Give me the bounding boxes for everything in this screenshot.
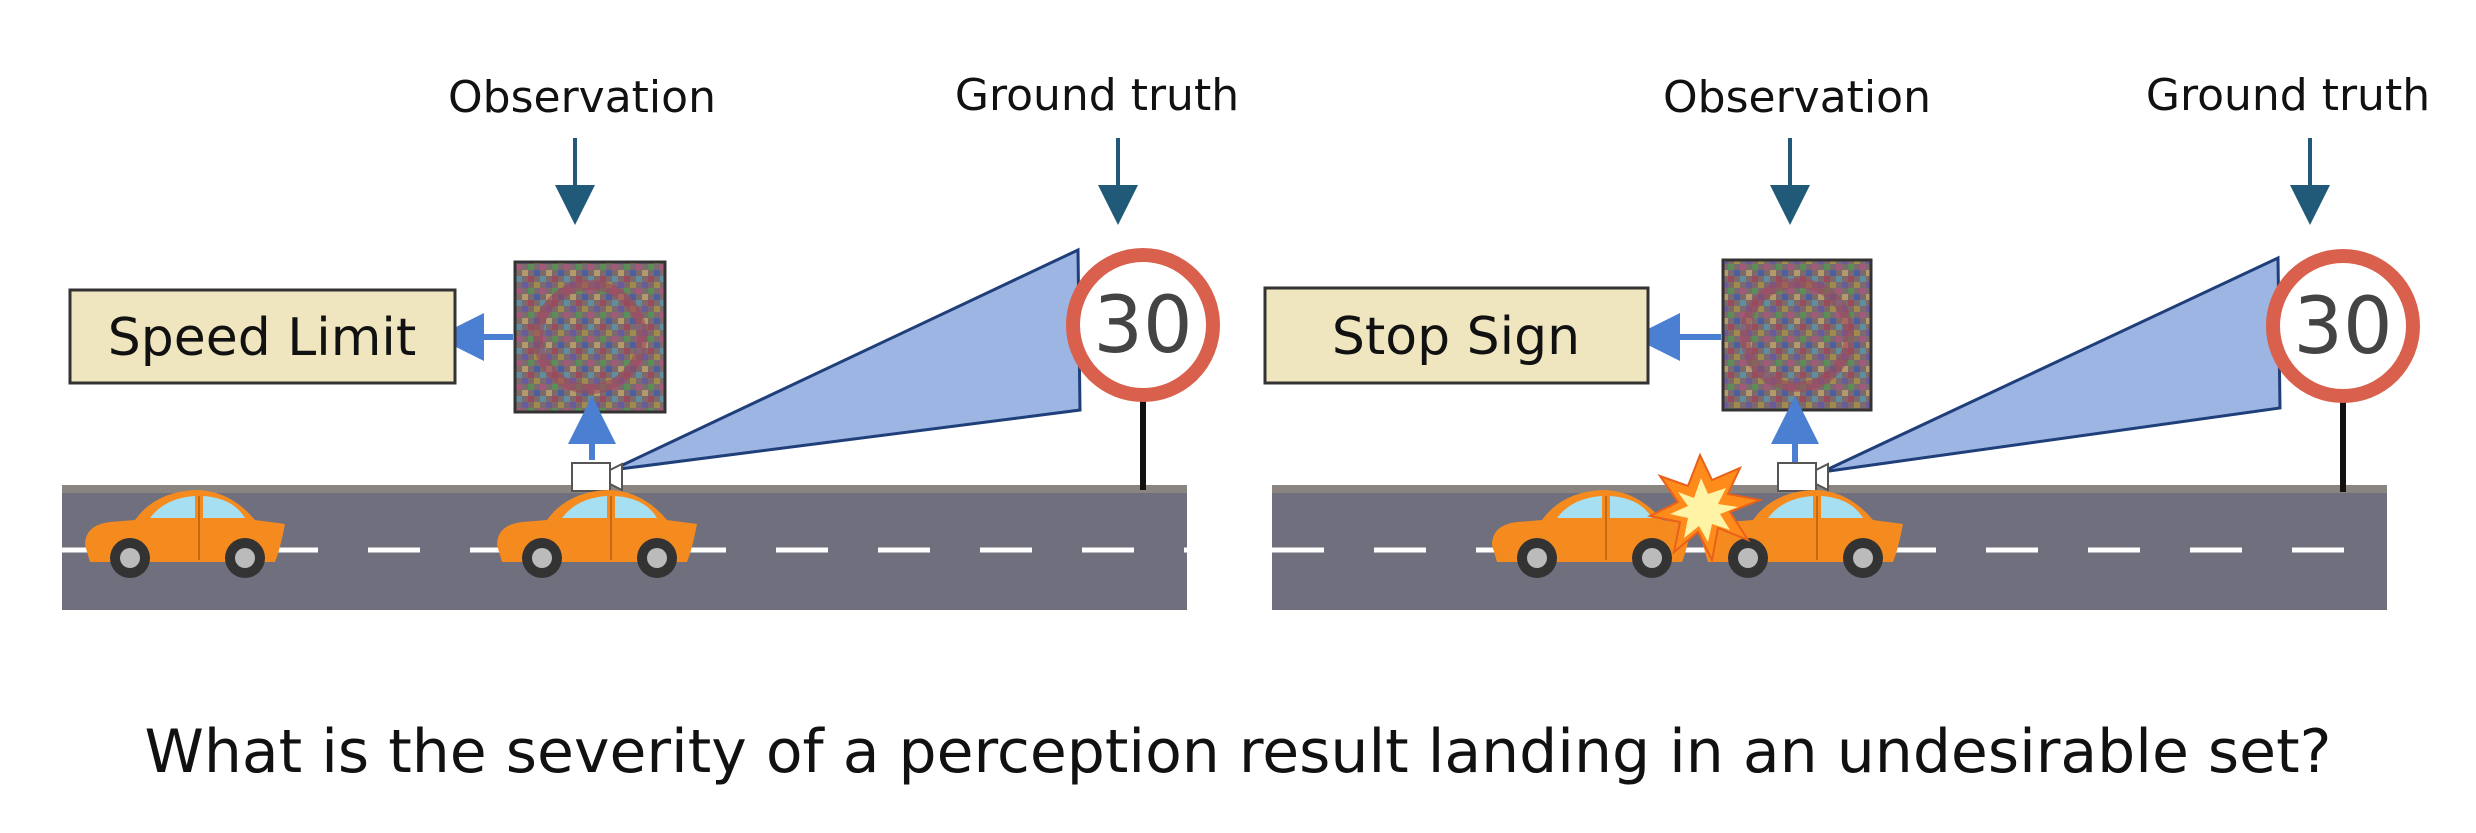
speed-limit-sign: 30 [2266,249,2420,403]
question-caption: What is the severity of a perception res… [145,717,2332,787]
sign-value: 30 [2293,282,2392,372]
observation-label: Observation [448,72,716,123]
camera-view-cone [611,247,1082,472]
camera-icon [571,462,623,492]
speed-limit-sign: 30 [1066,248,1220,402]
ground-truth-label: Ground truth [955,70,1239,121]
road-edge [1272,485,2387,493]
car-following [1492,490,1692,578]
observation-blur-ring [1740,278,1854,392]
road-edge [62,485,1187,493]
panel-1: Observation Ground truth 30 Speed Limit [62,70,1239,610]
collision-explosion-icon [1646,452,1764,564]
classification-label: Stop Sign [1332,307,1580,367]
camera-view-cone [1821,255,2282,474]
observation-blur-ring [533,280,647,394]
classification-label: Speed Limit [108,308,416,368]
sign-value: 30 [1093,281,1192,371]
car-ego [497,490,697,578]
ground-truth-label: Ground truth [2146,70,2430,121]
classification-box [68,288,457,385]
observation-label: Observation [1663,72,1931,123]
car-ego [1703,490,1903,578]
car-following [85,490,285,578]
camera-icon [1777,462,1829,492]
panel-2: Observation Ground truth 30 Stop Sign [1263,70,2430,610]
classification-box [1263,286,1650,385]
